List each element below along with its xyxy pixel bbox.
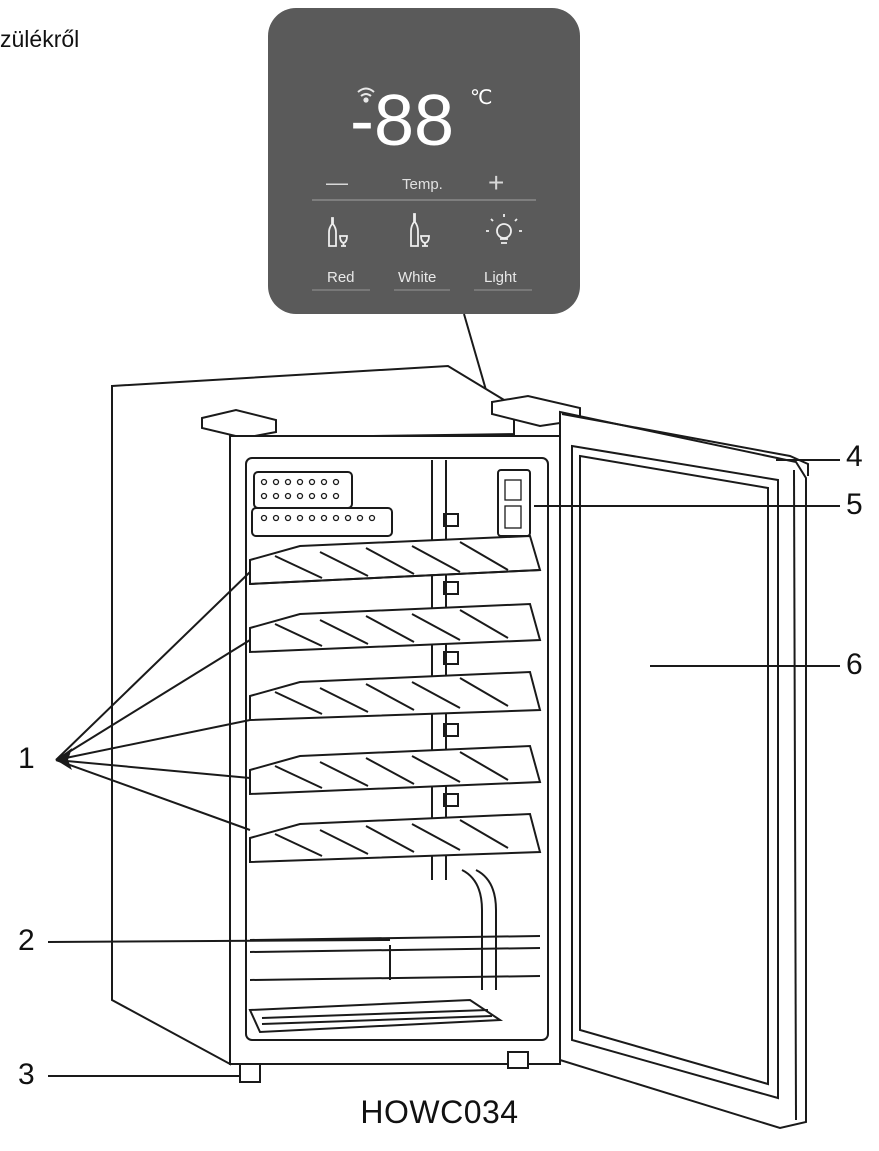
button-label-light[interactable]: Light [484,269,517,286]
callout-6-glass-door: 6 [846,648,863,681]
bottom-compartment [248,869,541,1034]
shelf-2 [249,602,542,654]
temperature-display: -88 [350,81,454,161]
red-wine-bottle-icon [328,217,348,247]
temp-plus-button[interactable]: + [488,167,504,198]
button-label-white[interactable]: White [398,269,436,286]
temperature-unit: ℃ [470,87,492,109]
wifi-icon [357,87,375,103]
light-bulb-icon [486,214,522,244]
callout-lines [47,459,840,1077]
shelf-4 [249,744,542,796]
temp-minus-button[interactable]: — [326,170,348,195]
callout-arrow-heads [56,748,72,770]
callout-5-control-panel: 5 [846,488,863,521]
callout-3-feet: 3 [18,1058,35,1091]
shelf-5 [249,812,542,864]
callout-2-bottom-shelf: 2 [18,924,35,957]
page-title: zülékről [0,26,80,52]
button-label-red[interactable]: Red [327,269,355,286]
callout-4-hinge: 4 [846,440,863,473]
glass-door [559,410,809,1130]
model-name: HOWC034 [360,1094,519,1130]
wine-shelves [249,513,542,864]
white-wine-bottle-icon [410,213,430,247]
shelf-1 [249,534,542,586]
control-panel-zoom: -88 ℃ — Temp. + Red White Light [268,8,580,314]
callout-1-shelves: 1 [18,742,35,775]
temp-label: Temp. [402,176,443,193]
shelf-3 [249,670,542,722]
